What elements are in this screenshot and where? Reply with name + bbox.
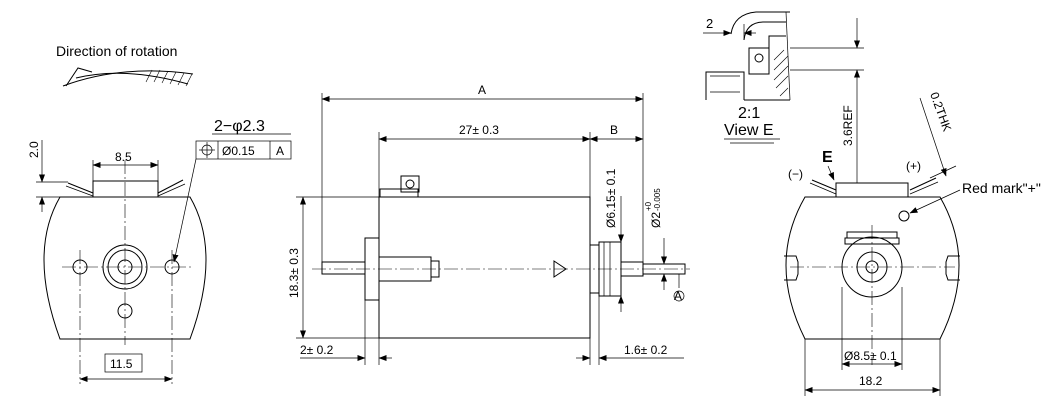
dim-tabs-width: 8.5 bbox=[115, 150, 132, 164]
front-body-outline bbox=[43, 196, 207, 340]
positive-label: (+) bbox=[906, 159, 921, 173]
dim-shaft-tol-upper: +0 bbox=[644, 201, 653, 211]
detail-view: 2 2:1 View E bbox=[703, 11, 864, 144]
fcf-datum: A bbox=[276, 144, 284, 158]
dim-overall: A bbox=[478, 83, 486, 97]
tolerance-value: Ø0.15 bbox=[222, 144, 255, 158]
dim-thickness: 0.2THK bbox=[927, 90, 954, 133]
dim-height: 18.3± 0.3 bbox=[287, 248, 301, 298]
rear-view: E (−) (+) 3.6REF 0.2THK Red mark"+" Ø8.5… bbox=[784, 90, 1041, 396]
red-mark-label: Red mark"+" bbox=[962, 180, 1041, 196]
dim-bushing: 1.6± 0.2 bbox=[624, 343, 668, 357]
dim-bearing: Ø8.5± 0.1 bbox=[844, 349, 897, 363]
detail-title: View E bbox=[724, 122, 774, 139]
dim-ref: 3.6REF bbox=[841, 105, 855, 146]
dim-body: 27± 0.3 bbox=[459, 123, 499, 137]
rotation-arrow bbox=[62, 67, 194, 87]
holes-label: 2−φ2.3 bbox=[214, 118, 265, 135]
front-terminal-block bbox=[92, 180, 159, 197]
detail-dim-width: 2 bbox=[706, 16, 713, 31]
dim-flange: 2± 0.2 bbox=[300, 343, 334, 357]
detail-scale: 2:1 bbox=[738, 105, 760, 122]
side-datum: A bbox=[674, 289, 682, 303]
dim-width: 18.2 bbox=[859, 374, 883, 388]
side-body bbox=[378, 196, 591, 339]
red-mark-hole bbox=[898, 210, 910, 222]
view-marker: E bbox=[822, 149, 833, 166]
negative-label: (−) bbox=[788, 167, 803, 181]
dim-boss-diameter: Ø6.15± 0.1 bbox=[604, 168, 618, 228]
dim-top-height: 2.0 bbox=[27, 141, 41, 158]
rear-body-outline bbox=[785, 196, 960, 340]
position-tolerance-icon bbox=[199, 142, 215, 158]
dim-shaft-tol-lower: -0.005 bbox=[653, 188, 662, 211]
rotation-label: Direction of rotation bbox=[56, 43, 177, 59]
dim-shaft-extension: B bbox=[610, 123, 618, 137]
dim-bottom-width: 11.5 bbox=[110, 357, 133, 371]
side-view: A A 27± 0.3 B 18.3± 0.3 Ø6.15± 0.1 Ø2 +0… bbox=[287, 83, 690, 365]
front-view: Direction of rotation 2.0 bbox=[27, 43, 292, 384]
dim-shaft-diameter: Ø2 bbox=[649, 212, 663, 228]
